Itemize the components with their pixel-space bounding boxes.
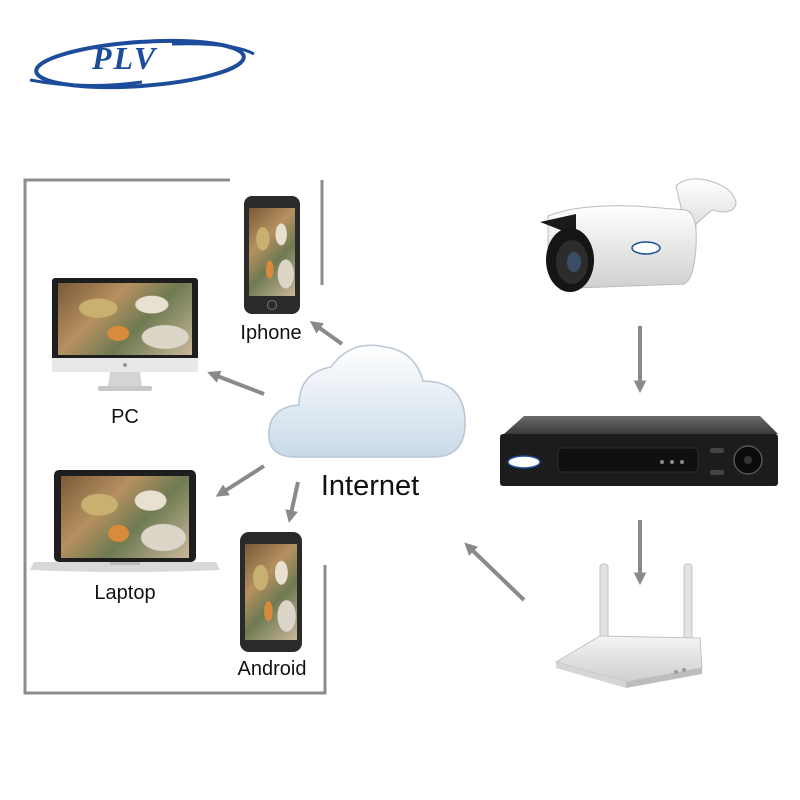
iphone-screen — [249, 208, 295, 296]
iphone-label: Iphone — [240, 322, 302, 344]
arrow-router-to-cloud — [464, 542, 526, 602]
laptop-screen — [61, 476, 189, 558]
arrow-cloud-to-pc — [207, 370, 265, 396]
iphone-device — [244, 196, 300, 314]
pc-label: PC — [111, 406, 139, 428]
wifi-router-icon — [554, 563, 703, 688]
android-screen — [245, 544, 297, 640]
android-device — [240, 532, 302, 652]
internet-label: Internet — [320, 470, 420, 502]
arrow-cloud-to-iphone — [309, 321, 344, 346]
arrow-cloud-to-android — [285, 481, 300, 523]
logo-swoosh-outer — [34, 38, 246, 90]
logo-swoosh-top — [171, 42, 255, 56]
nvr-recorder-icon — [500, 416, 778, 486]
android-label: Android — [237, 658, 307, 680]
plv-logo — [29, 38, 255, 90]
logo-text: PLV — [92, 40, 158, 76]
arrow-cloud-to-laptop — [215, 464, 266, 497]
laptop-label: Laptop — [94, 582, 156, 604]
cloud-icon — [268, 344, 466, 458]
logo-swoosh-tail — [29, 78, 143, 88]
iphone-home-button — [267, 300, 277, 310]
ip-camera-icon — [540, 178, 737, 292]
pc-screen — [58, 283, 192, 355]
